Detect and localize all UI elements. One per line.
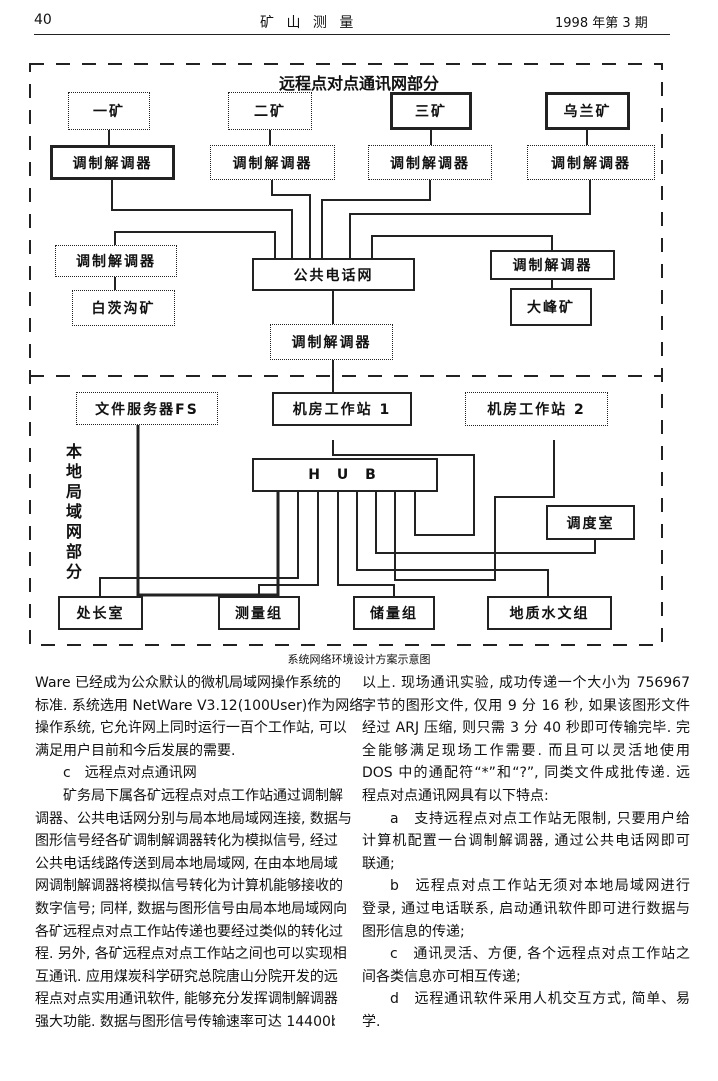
lan-b1	[99, 492, 299, 596]
dept-box: 测量组	[218, 596, 300, 630]
modem-box: 调制解调器	[527, 145, 655, 180]
mine-box: 白茨沟矿	[72, 290, 175, 326]
text-line: 经过 ARJ 压缩, 则只需 3 分 40 秒即可传输完毕. 完	[362, 720, 690, 737]
text-line: 标准. 系统选用 NetWare V3.12(100User)作为网络	[35, 697, 364, 714]
text-line: 满足用户目前和今后发展的需要.	[35, 742, 236, 759]
mine-box: 大峰矿	[510, 288, 592, 326]
text-line: 各矿远程点对点工作站传递也要经过类似的转化过	[35, 923, 343, 940]
text-line: 网调制解调器将模拟信号转化为计算机能够接收的	[35, 878, 343, 895]
text-line: 程点对点实用通讯软件, 能够充分发挥调制解调器	[35, 991, 338, 1008]
text-line: 程点对点通讯网具有以下特点:	[362, 787, 549, 804]
text-line: 登录, 通过电话联系, 启动通讯软件即可进行数据与	[362, 900, 690, 917]
text-line: 操作系统, 它允许网上同时运行一百个工作站, 可以	[35, 720, 347, 737]
text-line: 全能够满足现场工作需要. 而且可以灵活地使用	[362, 742, 690, 759]
text-line: 矿务局下属各矿远程点对点工作站通过调制解	[63, 787, 343, 804]
modem-box: 调制解调器	[50, 145, 175, 180]
text-line: DOS 中的通配符“*”和“?”, 同类文件成批传递. 远	[362, 765, 690, 782]
right-column: 以上. 现场通讯实验, 成功传递一个大小为 756967 字节的图形文件, 仅用…	[362, 672, 690, 1034]
link-6	[371, 235, 553, 258]
journal-title: 矿 山 测 量	[260, 15, 358, 31]
link-1	[111, 180, 293, 258]
text-line: 程. 另外, 各矿远程点对点工作站之间也可以实现相	[35, 946, 347, 963]
dept-box: 地质水文组	[487, 596, 612, 630]
hub-box: H U B	[252, 458, 438, 492]
lan-dispatch	[375, 492, 596, 554]
text-line: 图形信号经各矿调制解调器转化为模拟信号, 经过	[35, 833, 338, 850]
text-line: 强大功能. 数据与图形信号传输速率可达 14400bps	[35, 1013, 335, 1027]
file-server-box: 文件服务器FS	[76, 392, 218, 425]
mine-modem-links	[108, 130, 588, 145]
modem-box: 调制解调器	[368, 145, 492, 180]
list-item: b 远程点对点工作站无须对本地局域网进行	[390, 878, 690, 895]
modem-box: 调制解调器	[490, 250, 615, 280]
mine-box: 三矿	[390, 92, 472, 130]
lan-b2	[258, 492, 319, 596]
list-item: d 远程通讯软件采用人机交互方式, 简单、易	[390, 991, 690, 1008]
figure-caption: 系统网络环境设计方案示意图	[287, 653, 431, 666]
list-item: a 支持远程点对点工作站无限制, 只要用户给	[390, 810, 690, 827]
lan-b3	[337, 492, 395, 596]
text-line: 调器、公共电话网分别与局本地局域网连接, 数据与	[35, 810, 352, 827]
mine-box: 二矿	[228, 92, 312, 130]
mine-box: 一矿	[68, 92, 150, 130]
text-line: 字节的图形文件, 仅用 9 分 16 秒, 如果该图形文件	[362, 697, 690, 714]
lan-ws1	[332, 440, 475, 536]
list-item: c 通讯灵活、方便, 各个远程点对点工作站之	[390, 946, 690, 963]
text-line: 互通讯. 应用煤炭科学研究总院唐山分院开发的远	[35, 968, 338, 985]
section-heading: c 远程点对点通讯网	[63, 765, 197, 782]
text-line: 数字信号; 同样, 数据与图形信号由局本地局域网向	[35, 900, 348, 917]
link-5	[114, 231, 276, 258]
text-line: 计算机配置一台调制解调器, 通过公共电话网即可	[362, 833, 690, 850]
modem-box: 调制解调器	[55, 245, 177, 277]
pstn-box: 公共电话网	[252, 258, 415, 291]
dispatch-box: 调度室	[546, 505, 635, 540]
lan-ws2	[394, 440, 555, 581]
text-line: 间各类信息亦可相互传递;	[362, 968, 521, 985]
link-4	[349, 180, 591, 258]
header-rule	[34, 34, 670, 35]
text-line: 联通;	[362, 855, 395, 872]
page-number: 40	[34, 12, 52, 28]
mine-box: 乌兰矿	[545, 92, 630, 130]
issue-label: 1998 年第 3 期	[555, 16, 648, 31]
text-line: 以上. 现场通讯实验, 成功传递一个大小为 756967	[362, 675, 690, 691]
network-diagram-lines	[29, 63, 663, 646]
link-3	[321, 180, 431, 258]
left-column: Ware 已经成为公众默认的微机局域网操作系统的 标准. 系统选用 NetWar…	[35, 672, 364, 1027]
modem-box: 调制解调器	[210, 145, 335, 180]
lan-fs	[136, 424, 280, 597]
workstation-box: 机房工作站 2	[465, 392, 608, 426]
local-section-title: 本地局域网部分	[66, 442, 83, 581]
remote-section-title: 远程点对点通讯网部分	[278, 74, 439, 93]
text-line: Ware 已经成为公众默认的微机局域网操作系统的	[35, 675, 342, 691]
link-2	[271, 180, 311, 258]
dept-box: 处长室	[58, 596, 143, 630]
dept-box: 储量组	[353, 596, 435, 630]
lan-b4	[356, 492, 549, 596]
text-line: 学.	[362, 1013, 381, 1030]
text-line: 图形信息的传递;	[362, 923, 465, 940]
workstation-box: 机房工作站 1	[272, 392, 412, 426]
outer-dashed-frame	[29, 63, 663, 646]
text-line: 公共电话线路传送到局本地局域网, 在由本地局域	[35, 855, 338, 872]
modem-box: 调制解调器	[270, 324, 393, 360]
